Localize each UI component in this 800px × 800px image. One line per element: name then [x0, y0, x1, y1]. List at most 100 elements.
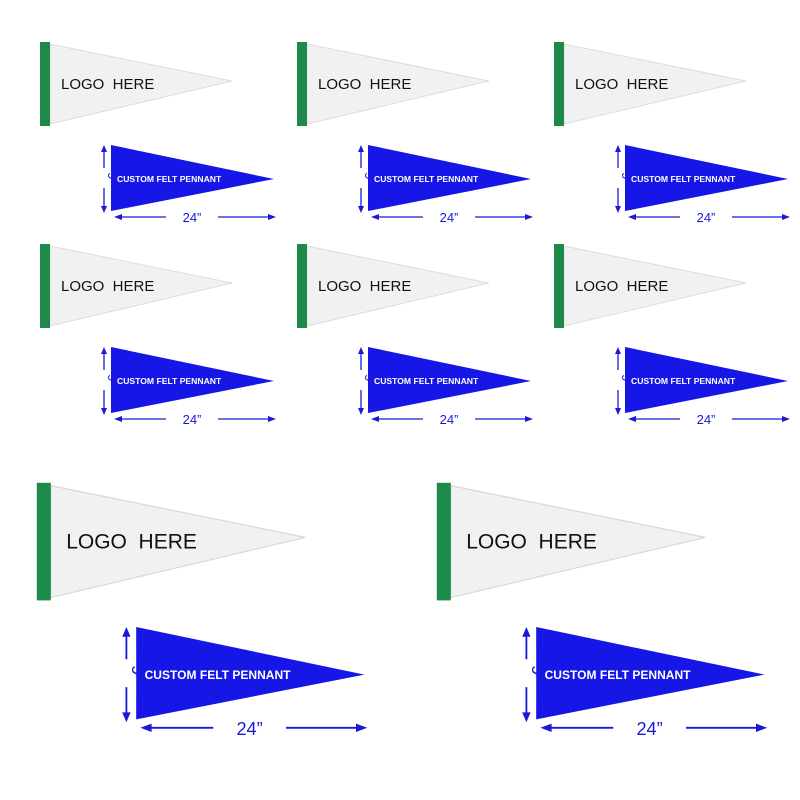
height-label-backdrop	[98, 168, 110, 188]
blue-pennant-body	[136, 627, 365, 720]
custom-felt-pennant-label: CUSTOM FELT PENNANT	[117, 174, 222, 184]
arrow-up-icon	[101, 347, 107, 354]
arrow-up-icon	[522, 627, 531, 637]
arrow-down-icon	[358, 408, 364, 415]
blue-pennant-body	[111, 347, 274, 413]
width-dimension: 24”	[628, 412, 790, 427]
arrow-down-icon	[615, 408, 621, 415]
height-label-backdrop	[518, 659, 535, 688]
arrow-left-icon	[114, 416, 122, 422]
arrow-right-icon	[525, 214, 533, 220]
height-dimension: 9”	[612, 347, 634, 415]
logo-placeholder-label: LOGO HERE	[575, 278, 668, 295]
width-dimension: 24”	[371, 210, 533, 225]
arrow-up-icon	[615, 145, 621, 152]
width-dimension: 24”	[371, 412, 533, 427]
blue-pennant: CUSTOM FELT PENNANT	[111, 347, 274, 413]
pennant-header-strip	[297, 244, 307, 328]
height-dimension: 9”	[518, 627, 548, 723]
white-pennant: LOGO HERE	[297, 42, 490, 126]
arrow-right-icon	[268, 416, 276, 422]
logo-placeholder-label: LOGO HERE	[66, 531, 197, 554]
arrow-up-icon	[358, 145, 364, 152]
width-label: 24”	[440, 210, 459, 225]
arrow-left-icon	[140, 723, 152, 732]
blue-pennant: CUSTOM FELT PENNANT	[536, 627, 765, 720]
custom-felt-pennant-label: CUSTOM FELT PENNANT	[631, 174, 736, 184]
arrow-right-icon	[782, 214, 790, 220]
blue-pennant: CUSTOM FELT PENNANT	[111, 145, 274, 211]
white-pennant: LOGO HERE	[297, 244, 490, 328]
blue-pennant: CUSTOM FELT PENNANT	[368, 347, 531, 413]
blue-pennant: CUSTOM FELT PENNANT	[625, 145, 788, 211]
height-label: 9”	[619, 172, 634, 184]
blue-pennant-body	[625, 145, 788, 211]
height-label-backdrop	[98, 370, 110, 390]
width-dimension: 24”	[114, 210, 276, 225]
blue-pennant-body	[625, 347, 788, 413]
white-pennant: LOGO HERE	[40, 244, 233, 328]
arrow-down-icon	[358, 206, 364, 213]
custom-felt-pennant-label: CUSTOM FELT PENNANT	[117, 376, 222, 386]
blue-pennant-body	[111, 145, 274, 211]
height-dimension: 9”	[355, 145, 377, 213]
white-pennant: LOGO HERE	[36, 482, 306, 601]
logo-placeholder-label: LOGO HERE	[61, 278, 154, 295]
width-dimension: 24”	[628, 210, 790, 225]
blue-pennant: CUSTOM FELT PENNANT	[625, 347, 788, 413]
pennant-header-strip	[554, 42, 564, 126]
pennant-header-strip	[297, 42, 307, 126]
height-label: 9”	[105, 172, 120, 184]
height-dimension: 9”	[355, 347, 377, 415]
arrow-down-icon	[101, 206, 107, 213]
height-label-backdrop	[612, 370, 624, 390]
pennant-header-strip	[40, 42, 50, 126]
width-label: 24”	[697, 210, 716, 225]
logo-placeholder-label: LOGO HERE	[61, 76, 154, 93]
arrow-up-icon	[101, 145, 107, 152]
width-label: 24”	[697, 412, 716, 427]
arrow-left-icon	[628, 214, 636, 220]
height-dimension: 9”	[98, 145, 120, 213]
blue-pennant: CUSTOM FELT PENNANT	[368, 145, 531, 211]
blue-pennant: CUSTOM FELT PENNANT	[136, 627, 365, 720]
arrow-down-icon	[101, 408, 107, 415]
height-label-backdrop	[355, 168, 367, 188]
height-label: 9”	[128, 665, 148, 681]
arrow-left-icon	[371, 214, 379, 220]
width-label: 24”	[236, 719, 262, 739]
blue-pennant-body	[368, 347, 531, 413]
custom-felt-pennant-label: CUSTOM FELT PENNANT	[374, 174, 479, 184]
width-dimension: 24”	[114, 412, 276, 427]
arrow-right-icon	[356, 723, 368, 732]
width-label: 24”	[636, 719, 662, 739]
arrow-left-icon	[628, 416, 636, 422]
height-label: 9”	[362, 172, 377, 184]
height-label-backdrop	[612, 168, 624, 188]
custom-felt-pennant-label: CUSTOM FELT PENNANT	[545, 668, 692, 682]
width-dimension: 24”	[540, 719, 768, 739]
white-pennant: LOGO HERE	[40, 42, 233, 126]
height-dimension: 9”	[98, 347, 120, 415]
arrow-right-icon	[756, 723, 768, 732]
pennant-header-strip	[36, 482, 51, 601]
arrow-right-icon	[525, 416, 533, 422]
white-pennant: LOGO HERE	[436, 482, 706, 601]
white-pennant: LOGO HERE	[554, 244, 747, 328]
logo-placeholder-label: LOGO HERE	[466, 531, 597, 554]
blue-pennant-body	[536, 627, 765, 720]
custom-felt-pennant-label: CUSTOM FELT PENNANT	[631, 376, 736, 386]
arrow-down-icon	[615, 206, 621, 213]
pennant-header-strip	[554, 244, 564, 328]
